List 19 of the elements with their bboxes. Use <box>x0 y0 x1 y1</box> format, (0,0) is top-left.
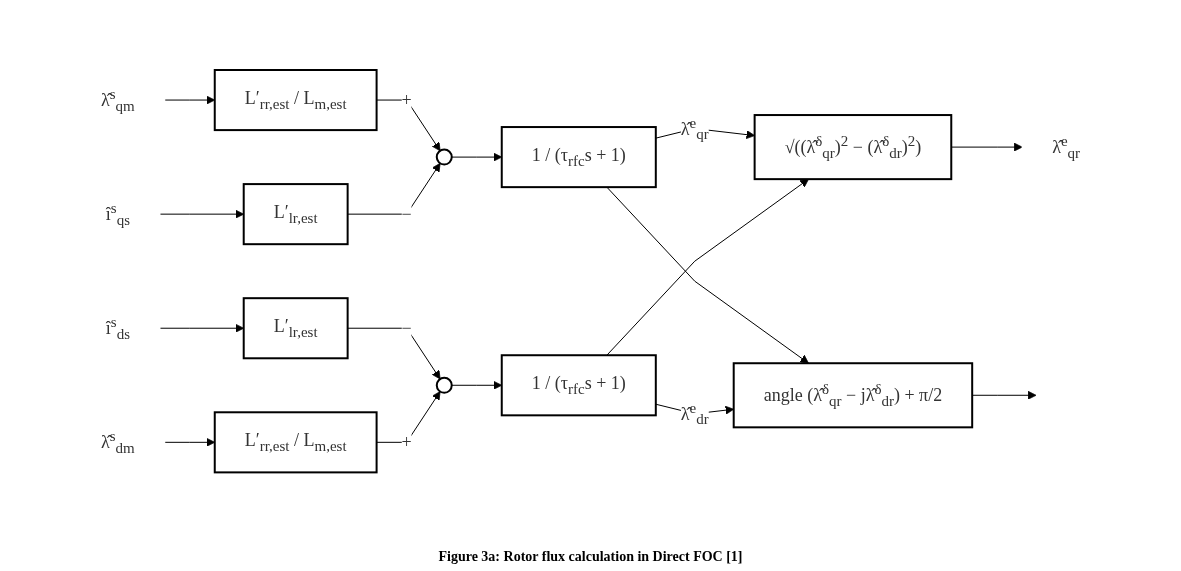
figure-caption: Figure 3a: Rotor flux calculation in Direct FOC [1] <box>437 548 744 566</box>
node-box: L′$_{rr,est}$ / L$_{m,est}$ <box>213 69 378 132</box>
edge-label: + <box>401 432 412 453</box>
arrow <box>376 99 441 152</box>
node-box: 1 / (τ$_{rfc}$s + 1) <box>500 354 657 417</box>
edge-label: − <box>401 318 412 339</box>
node-box: 1 / (τ$_{rfc}$s + 1) <box>500 126 657 189</box>
edge-label: + <box>401 89 412 110</box>
node-box: angle (λ̂$^{δ}$$_{qr}$ − jλ̂$^{δ}$$_{dr}$) + π/2 <box>732 362 974 429</box>
node-box: L′$_{rr,est}$ / L$_{m,est}$ <box>213 411 378 474</box>
arrow <box>347 328 441 380</box>
node-circle <box>435 377 453 395</box>
node-box: L′$_{lr,est}$ <box>242 183 349 246</box>
arrow <box>347 163 441 215</box>
edge-label: − <box>401 203 412 224</box>
node-box: √((λ̂$^{δ}$$_{qr}$)$^{2}$ − (λ̂$^{δ}$$_{dr}$)$^{2}$) <box>753 114 953 181</box>
arrow <box>376 391 441 444</box>
node-box: L′$_{lr,est}$ <box>242 297 349 360</box>
node-circle <box>435 148 453 166</box>
